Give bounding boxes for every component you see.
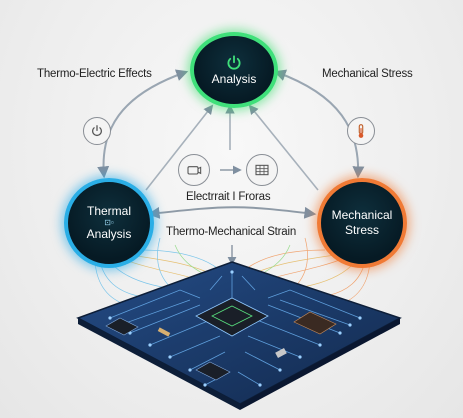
thermometer-icon — [358, 124, 364, 138]
mechanical-stress-node[interactable]: Mechanical Stress — [317, 178, 407, 268]
resistor — [157, 327, 171, 337]
thermal-analysis-node[interactable]: Thermal ⊡▫ Analysis — [64, 178, 154, 268]
thermal-node-label-line2: Analysis — [86, 227, 132, 241]
edge-label-thermo-mechanical: Thermo-Mechanical Strain — [166, 226, 297, 238]
power-icon — [227, 54, 241, 70]
chip-right — [293, 311, 337, 335]
arc-analysis-mechanical — [273, 69, 365, 179]
grid-icon-badge — [246, 154, 278, 186]
edge-label-mechanical-stress: Mechanical Stress — [322, 68, 413, 80]
grid-icon — [255, 164, 269, 176]
edge-label-electrical-forces: Electrrait I Froras — [186, 191, 271, 203]
arc-analysis-thermal — [97, 69, 189, 179]
chip-bottom — [195, 361, 231, 381]
mechanical-node-label-line2: Stress — [344, 223, 379, 237]
thermal-node-small-glyphs: ⊡▫ — [104, 218, 114, 227]
line-thermal-mechanical — [147, 206, 317, 219]
edge-label-thermo-electric: Thermo-Electric Effects — [37, 68, 152, 80]
line-analysis-thermal-inner — [145, 104, 214, 191]
capacitor — [275, 348, 287, 358]
analysis-node[interactable]: Analysis — [190, 32, 278, 108]
board-side-right — [240, 318, 400, 410]
main-chip-glow — [211, 305, 253, 327]
line-analysis-mech-inner — [248, 104, 319, 191]
power-icon — [92, 125, 102, 136]
board-side-left — [78, 318, 240, 410]
thermometer-icon-badge — [347, 117, 375, 145]
chip-left — [105, 317, 139, 336]
analysis-node-label: Analysis — [211, 71, 257, 86]
power-icon-badge — [83, 117, 111, 145]
thermal-node-label-line1: Thermal — [86, 204, 131, 218]
camera-icon — [187, 166, 202, 175]
camera-icon-badge — [178, 154, 210, 186]
mechanical-node-label-line1: Mechanical — [331, 208, 393, 222]
main-chip — [195, 297, 269, 337]
